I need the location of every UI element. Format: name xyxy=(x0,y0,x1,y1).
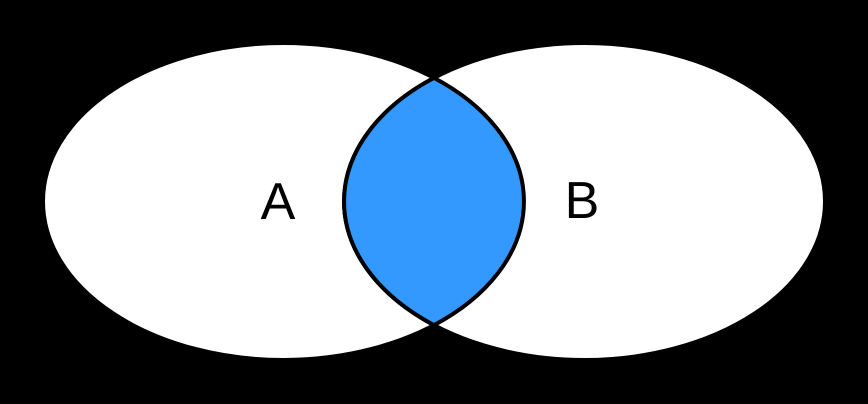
set-b-label: B xyxy=(565,172,600,230)
intersection-region xyxy=(342,75,526,328)
set-a-label: A xyxy=(261,173,296,231)
